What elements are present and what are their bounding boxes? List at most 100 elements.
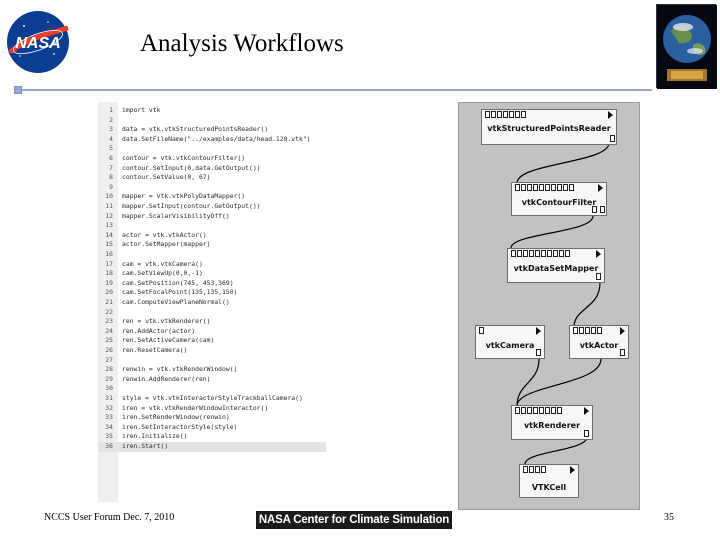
output-port[interactable] xyxy=(610,135,615,142)
play-arrow-icon[interactable] xyxy=(608,111,613,119)
input-port[interactable] xyxy=(565,250,570,257)
input-port[interactable] xyxy=(573,327,578,334)
input-port[interactable] xyxy=(585,327,590,334)
module-vtk-structured-points-reader[interactable]: vtkStructuredPointsReader xyxy=(481,109,617,145)
input-port[interactable] xyxy=(551,407,556,414)
code-line[interactable]: 16 xyxy=(98,250,326,260)
code-line[interactable]: 5 xyxy=(98,144,326,154)
input-port[interactable] xyxy=(533,407,538,414)
input-port[interactable] xyxy=(557,184,562,191)
input-port[interactable] xyxy=(503,111,508,118)
input-port[interactable] xyxy=(539,407,544,414)
code-line[interactable]: 2 xyxy=(98,116,326,126)
input-port[interactable] xyxy=(551,184,556,191)
output-port[interactable] xyxy=(596,273,601,280)
input-port[interactable] xyxy=(535,466,540,473)
input-port[interactable] xyxy=(569,184,574,191)
input-port[interactable] xyxy=(541,466,546,473)
input-port[interactable] xyxy=(479,327,484,334)
module-vtk-dataset-mapper[interactable]: vtkDataSetMapper xyxy=(507,248,605,283)
input-port[interactable] xyxy=(527,184,532,191)
play-arrow-icon[interactable] xyxy=(620,327,625,335)
input-port[interactable] xyxy=(597,327,602,334)
input-port[interactable] xyxy=(521,111,526,118)
play-arrow-icon[interactable] xyxy=(570,466,575,474)
play-arrow-icon[interactable] xyxy=(584,407,589,415)
output-port[interactable] xyxy=(584,430,589,437)
input-port[interactable] xyxy=(557,407,562,414)
module-vtk-contour-filter[interactable]: vtkContourFilter xyxy=(511,182,607,216)
input-port[interactable] xyxy=(491,111,496,118)
input-port[interactable] xyxy=(521,184,526,191)
code-line[interactable]: 9 xyxy=(98,183,326,193)
output-port[interactable] xyxy=(536,349,541,356)
module-vtk-actor[interactable]: vtkActor xyxy=(569,325,629,359)
output-port[interactable] xyxy=(592,206,597,213)
play-arrow-icon[interactable] xyxy=(598,184,603,192)
input-port[interactable] xyxy=(497,111,502,118)
input-port[interactable] xyxy=(515,111,520,118)
input-port[interactable] xyxy=(515,407,520,414)
play-arrow-icon[interactable] xyxy=(596,250,601,258)
code-line[interactable]: 30 xyxy=(98,384,326,394)
input-port[interactable] xyxy=(517,250,522,257)
module-vtk-renderer[interactable]: vtkRenderer xyxy=(511,405,593,440)
code-line[interactable]: 27 xyxy=(98,356,326,366)
input-port[interactable] xyxy=(535,250,540,257)
input-port[interactable] xyxy=(553,250,558,257)
input-port[interactable] xyxy=(591,327,596,334)
input-port[interactable] xyxy=(529,466,534,473)
pipeline-canvas[interactable]: vtkStructuredPointsReader vtkContourFilt… xyxy=(458,102,640,510)
input-port[interactable] xyxy=(559,250,564,257)
output-port[interactable] xyxy=(600,206,605,213)
input-port[interactable] xyxy=(523,250,528,257)
input-port[interactable] xyxy=(545,184,550,191)
input-port[interactable] xyxy=(547,250,552,257)
play-arrow-icon[interactable] xyxy=(536,327,541,335)
input-port[interactable] xyxy=(511,250,516,257)
input-port[interactable] xyxy=(515,184,520,191)
output-port[interactable] xyxy=(620,349,625,356)
input-port[interactable] xyxy=(485,111,490,118)
input-port[interactable] xyxy=(533,184,538,191)
input-port[interactable] xyxy=(579,327,584,334)
input-port[interactable] xyxy=(509,111,514,118)
module-vtk-cell[interactable]: VTKCell xyxy=(519,464,579,498)
input-port[interactable] xyxy=(523,466,528,473)
input-port[interactable] xyxy=(521,407,526,414)
code-line[interactable]: 13 xyxy=(98,221,326,231)
input-port[interactable] xyxy=(529,250,534,257)
code-line[interactable]: 22 xyxy=(98,308,326,318)
input-port[interactable] xyxy=(545,407,550,414)
input-port[interactable] xyxy=(527,407,532,414)
module-vtk-camera[interactable]: vtkCamera xyxy=(475,325,545,359)
input-port[interactable] xyxy=(563,184,568,191)
